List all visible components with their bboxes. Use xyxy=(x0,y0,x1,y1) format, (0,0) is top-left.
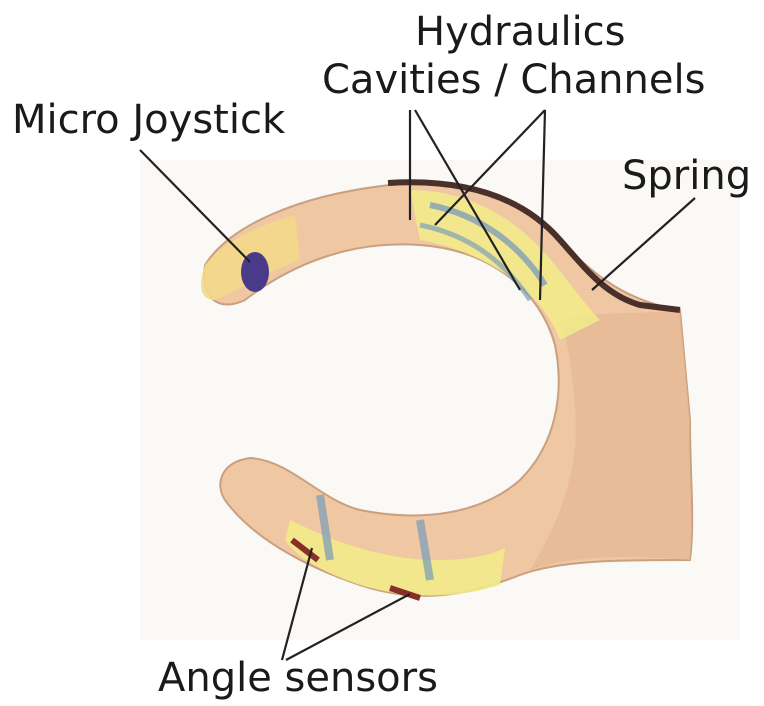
label-angle-sensors: Angle sensors xyxy=(158,658,438,698)
label-spring: Spring xyxy=(622,156,751,196)
label-hydraulics: Hydraulics xyxy=(415,12,626,52)
label-cavities-channels: Cavities / Channels xyxy=(322,60,705,100)
label-micro-joystick: Micro Joystick xyxy=(12,100,285,140)
